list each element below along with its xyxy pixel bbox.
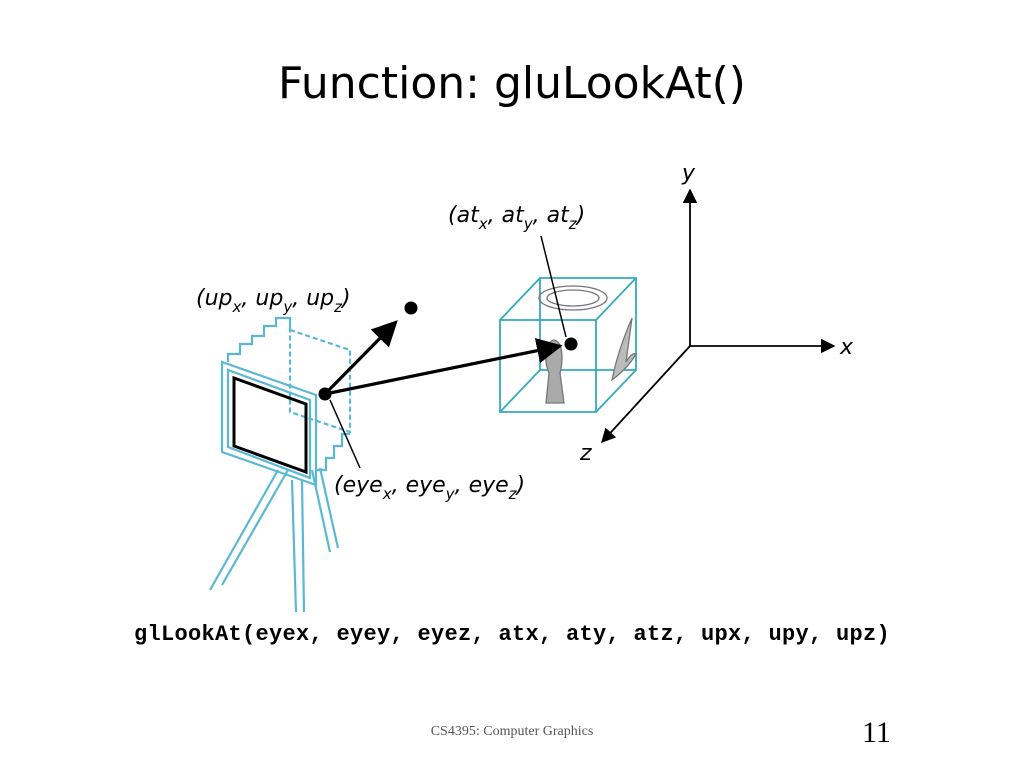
vectors — [323, 320, 563, 396]
eye-label: (eyex, eyey, eyez) — [334, 473, 525, 503]
eye-leader — [329, 399, 361, 469]
up-point — [404, 301, 418, 315]
at-label: (atx, aty, atz) — [448, 203, 585, 233]
up-label: (upx, upy, upz) — [196, 286, 351, 316]
camera-front-inner — [226, 368, 312, 480]
tripod-leg — [300, 479, 306, 613]
page-number: 11 — [862, 716, 891, 749]
camera-back — [288, 328, 352, 434]
cube-edge — [499, 277, 541, 321]
z-axis-label: z — [579, 441, 592, 466]
cube-edge — [499, 369, 541, 413]
bellows-top — [226, 316, 292, 362]
camera-front — [220, 360, 318, 487]
winged-figure-picture — [611, 317, 637, 382]
eye-point — [318, 387, 332, 401]
at-leader — [540, 235, 567, 338]
bellows-bottom — [316, 432, 350, 472]
slide-title: Function: gluLookAt() — [278, 58, 746, 109]
at-point — [564, 337, 578, 351]
coin-picture — [538, 285, 608, 311]
tripod-leg — [318, 467, 340, 549]
tripod-leg — [209, 469, 279, 591]
viewfinder-screen — [232, 375, 308, 475]
z-axis-line — [601, 345, 691, 444]
tripod-leg — [310, 469, 332, 553]
cube-edge — [595, 369, 637, 413]
y-axis-label: y — [681, 161, 696, 186]
function-signature: glLookAt(eyex, eyey, eyez, atx, aty, atz… — [133, 622, 891, 647]
tripod-leg — [290, 479, 298, 613]
up-vector — [323, 320, 398, 396]
footer-course: CS4395: Computer Graphics — [430, 724, 594, 739]
camera — [209, 316, 352, 613]
view-vector — [324, 338, 563, 396]
axes — [601, 188, 836, 444]
cube-edge — [595, 277, 637, 321]
tripod-leg — [221, 469, 289, 586]
x-axis-label: x — [839, 335, 854, 360]
